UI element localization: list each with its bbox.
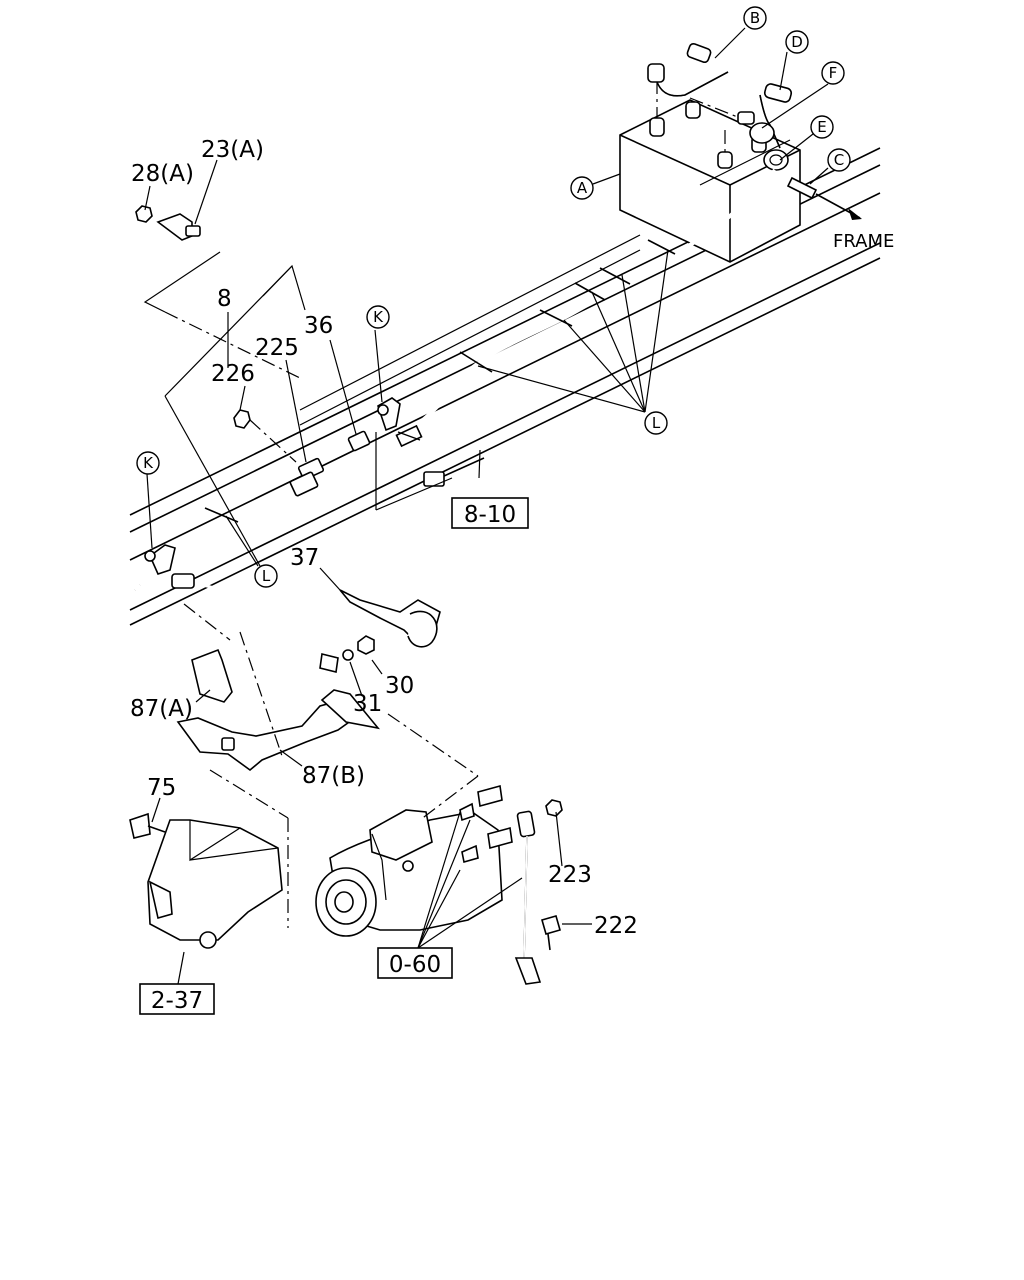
callout-K-upper: K xyxy=(366,305,390,329)
callout-D: D xyxy=(785,30,809,54)
callout-E-label: E xyxy=(817,118,826,136)
callout-L-right: L xyxy=(644,411,668,435)
main-harness xyxy=(139,168,862,587)
part-8-label: 8 xyxy=(217,286,232,312)
part-225-label: 225 xyxy=(255,335,299,361)
callout-F: F xyxy=(821,61,845,85)
part-23a-label: 23(A) xyxy=(201,137,264,163)
callout-D-label: D xyxy=(791,33,803,51)
reference-8-10-label: 8-10 xyxy=(464,502,516,528)
callout-A: A xyxy=(570,176,594,200)
part-28a-label: 28(A) xyxy=(131,161,194,187)
leader-lines xyxy=(143,27,829,985)
part-87a-label: 87(A) xyxy=(130,696,193,722)
part-75-label: 75 xyxy=(147,775,176,801)
reference-0-60-label: 0-60 xyxy=(389,952,441,978)
part-223-label: 223 xyxy=(548,862,592,888)
part-30-label: 30 xyxy=(385,673,414,699)
callout-L-left-label: L xyxy=(262,567,271,585)
nut-226 xyxy=(233,409,297,463)
part-37-label: 37 xyxy=(290,545,319,571)
callout-E: E xyxy=(810,115,834,139)
callout-B-label: B xyxy=(750,9,760,27)
part-87b-label: 87(B) xyxy=(302,763,365,789)
part-226-label: 226 xyxy=(211,361,255,387)
lower-harness xyxy=(134,573,441,673)
bracket-2-37 xyxy=(129,769,289,949)
callout-K-lower-label: K xyxy=(143,454,154,472)
callout-K-lower: K xyxy=(136,451,160,475)
reference-8-10: 8-10 xyxy=(451,497,529,529)
clamps xyxy=(144,397,423,575)
part-36-label: 36 xyxy=(304,313,333,339)
reference-0-60: 0-60 xyxy=(377,947,453,979)
callout-B: B xyxy=(743,6,767,30)
frame-direction-label: FRAME xyxy=(833,231,894,252)
callout-C-label: C xyxy=(834,151,844,169)
ground-strap xyxy=(514,799,563,985)
part-31-label: 31 xyxy=(353,691,382,717)
reference-2-37-label: 2-37 xyxy=(151,988,203,1014)
callout-A-label: A xyxy=(577,179,588,197)
connector-8-10 xyxy=(375,431,485,511)
battery-cables xyxy=(647,42,793,171)
callout-K-upper-label: K xyxy=(373,308,384,326)
small-fasteners-top xyxy=(135,205,201,241)
reference-2-37: 2-37 xyxy=(139,983,215,1015)
part-222-label: 222 xyxy=(594,913,638,939)
brackets-87 xyxy=(176,603,381,772)
starter-motor xyxy=(315,713,513,937)
callout-L-left: L xyxy=(254,564,278,588)
callout-F-label: F xyxy=(829,64,838,82)
callout-C: C xyxy=(827,148,851,172)
callout-L-right-label: L xyxy=(652,414,661,432)
